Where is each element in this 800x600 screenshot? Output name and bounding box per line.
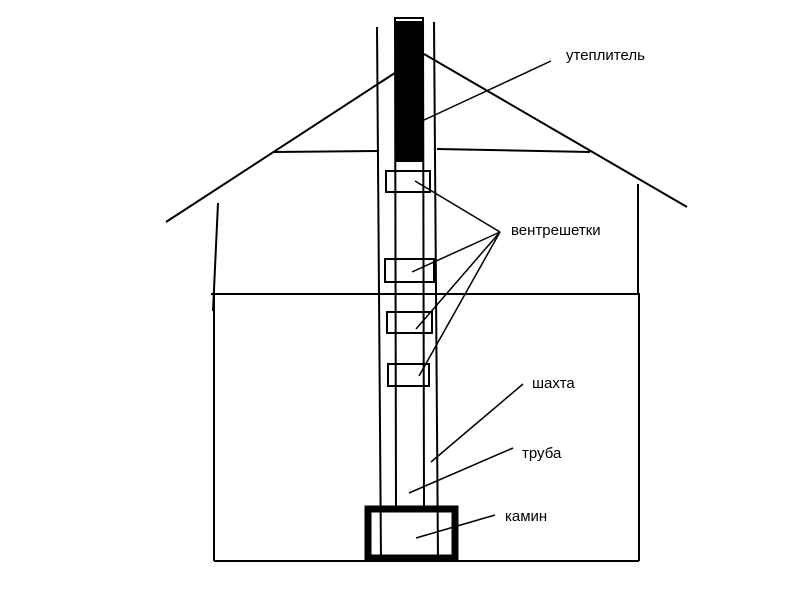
leader-vent-3 xyxy=(415,231,501,330)
shaft-wall-left xyxy=(376,26,382,561)
leader-shaft xyxy=(430,383,524,463)
vent-grille xyxy=(386,311,433,334)
fireplace-box xyxy=(364,505,459,562)
leader-fireplace xyxy=(415,514,496,539)
vent-grille xyxy=(385,170,431,193)
label-insulation: утеплитель xyxy=(566,47,645,64)
attic-line-left xyxy=(273,150,378,153)
vent-grille xyxy=(387,363,430,387)
pipe-wall-right xyxy=(422,17,425,509)
label-fireplace: камин xyxy=(505,508,548,525)
attic-line-right xyxy=(436,148,591,153)
shaft-wall-right xyxy=(433,21,439,561)
pipe-top-cap xyxy=(394,17,424,23)
leader-vent-2 xyxy=(411,231,501,273)
leader-insulation xyxy=(408,60,552,128)
insulation-block xyxy=(395,22,423,162)
roof-left-slope xyxy=(165,53,425,223)
leader-pipe xyxy=(408,447,514,494)
label-vents: вентрешетки xyxy=(511,222,601,239)
leader-vent-4 xyxy=(418,231,501,377)
vent-grille xyxy=(384,258,435,283)
label-pipe: труба xyxy=(522,445,562,462)
leader-vent-1 xyxy=(414,180,501,233)
label-shaft: шахта xyxy=(532,375,575,392)
roof-right-slope xyxy=(423,53,688,208)
